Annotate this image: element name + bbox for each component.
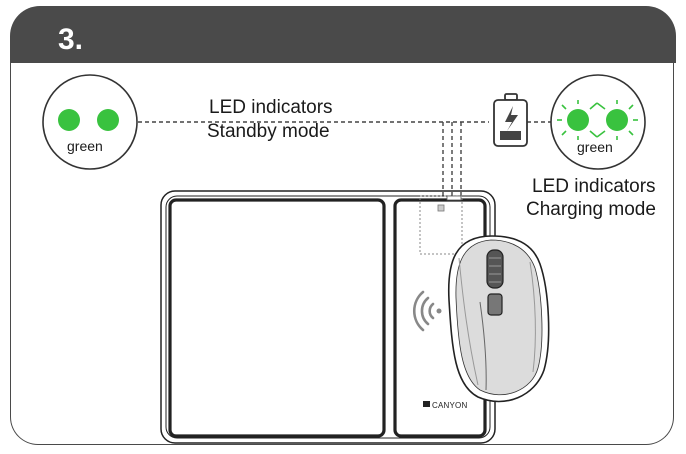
brand-label: CANYON [432,401,468,410]
battery-charging-icon [493,93,528,147]
wireless-charging-icon [413,290,442,332]
charging-led-color-label: green [577,139,613,155]
standby-led-color-label: green [67,138,103,154]
led-area-marker [419,195,463,255]
charging-title-line2: Charging mode [526,199,656,220]
brand-logo-mark [423,401,430,407]
charging-led-indicator [550,74,646,170]
charging-led-left [567,109,589,131]
dpi-button [487,293,503,316]
standby-title-line2: Standby mode [207,121,330,142]
led-glow-rays-icon [557,100,638,140]
charging-led-right [606,109,628,131]
panel-frame [10,63,674,445]
standby-led-right [97,109,119,131]
standby-title-line1: LED indicators [209,97,333,118]
standby-led-left [58,109,80,131]
step-number: 3. [58,23,84,56]
scroll-wheel [486,249,504,289]
step-header: 3. [10,6,676,63]
charging-title-line1: LED indicators [532,176,656,197]
mouse-surface-area [168,198,386,438]
wireless-mouse [447,235,550,403]
standby-led-indicator [42,74,138,170]
